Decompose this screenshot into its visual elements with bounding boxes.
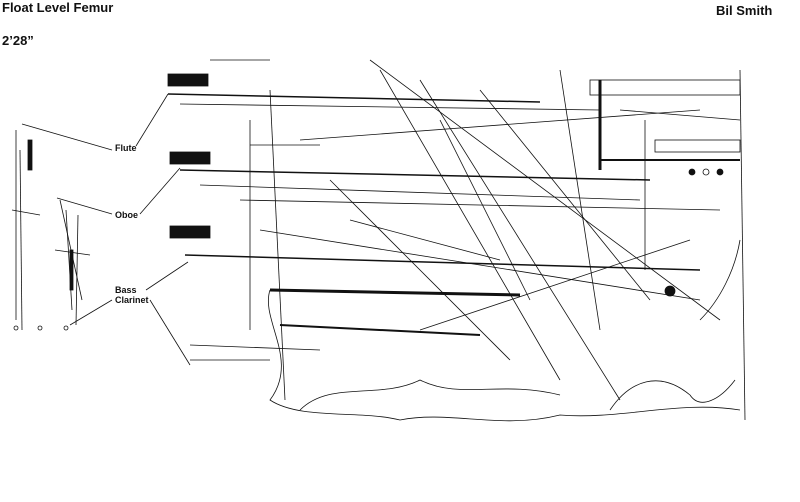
score-gesture-lines xyxy=(239,59,746,421)
instrument-leader-lines xyxy=(21,93,191,366)
instrument-label-flute: Flute xyxy=(115,143,137,153)
composer-name: Bil Smith xyxy=(716,3,773,18)
bass-clarinet-label-line2: Clarinet xyxy=(115,295,149,305)
oboe-staff xyxy=(169,144,651,201)
score-overview-thumbnail xyxy=(11,130,91,331)
score-duration: 2’28” xyxy=(2,33,34,48)
bass-clarinet-label-line1: Bass xyxy=(115,285,137,295)
upper-right-notation xyxy=(589,79,741,297)
bass-clarinet-staff xyxy=(169,225,701,336)
score-title: Float Level Femur xyxy=(2,0,114,15)
instrument-label-bass-clarinet: Bass Clarinet xyxy=(115,285,149,305)
curved-lower-contour xyxy=(189,239,741,422)
instrument-label-oboe: Oboe xyxy=(115,210,139,220)
flute-staff xyxy=(167,59,601,111)
